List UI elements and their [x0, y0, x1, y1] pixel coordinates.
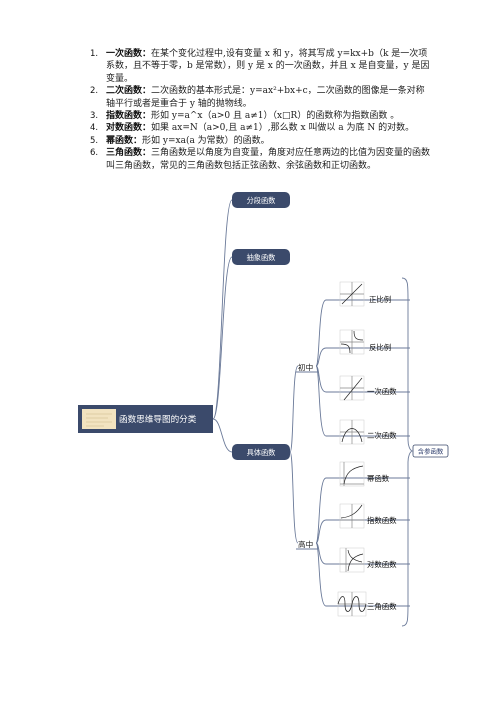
item-number: 6.: [90, 148, 99, 159]
exponential-graph-icon: [339, 503, 365, 529]
connector-concrete-junior: [289, 365, 299, 453]
definition-list: 1. 一次函数：在某个变化过程中,设有变量 x 和 y，将其写成 y=kx+b（k…: [90, 48, 432, 172]
proportional-graph-icon: [339, 281, 365, 307]
leaf-linear-function[interactable]: 一次函数: [367, 387, 397, 396]
term-exponential-function: 指数函数：: [106, 111, 152, 122]
branch-label: 分段函数: [247, 196, 276, 205]
root-label: 函数思维导图的分类: [119, 413, 197, 425]
definition-item: 1. 一次函数：在某个变化过程中,设有变量 x 和 y，将其写成 y=kx+b（k…: [90, 48, 432, 85]
definition-item: 5. 幂函数：形如 y=xa(a 为常数）的函数。: [90, 135, 432, 147]
branch-concrete-function[interactable]: 具体函数: [232, 444, 290, 460]
item-number: 3.: [90, 111, 99, 122]
leaf-inverse-proportional[interactable]: 反比例: [369, 343, 391, 352]
leaf-trigonometric-function[interactable]: 三角函数: [367, 602, 397, 611]
item-number: 5.: [90, 135, 99, 146]
definition-text: 如果 ax=N（a>0,且 a≠1）,那么数 x 叫做以 a 为底 N 的对数。: [151, 123, 415, 134]
definition-item: 2. 二次函数：二次函数的基本形式是：y=ax²+bx+c，二次函数的图像是一条对…: [90, 85, 432, 110]
leaf-exponential-function[interactable]: 指数函数: [367, 516, 397, 525]
branch-label: 抽象函数: [247, 253, 276, 262]
inverse-graph-icon: [339, 329, 365, 355]
branch-abstract-function[interactable]: 抽象函数: [232, 249, 290, 265]
power-graph-icon: [339, 461, 365, 487]
branch-label: 具体函数: [247, 448, 276, 457]
definition-item: 6. 三角函数：三角函数是以角度为自变量，角度对应任意两边的比值为因变量的函数叫三…: [90, 147, 432, 172]
term-linear-function: 一次函数：: [106, 49, 152, 59]
definition-text: 形如 y=a^x（a>0 且 a≠1）（x□R）的函数称为指数函数 。: [151, 111, 400, 122]
reference-label: 含参函数: [418, 447, 444, 456]
leaf-power-function[interactable]: 幂函数: [367, 474, 390, 483]
brace-reference: [401, 277, 414, 627]
term-trigonometric-function: 三角函数：: [106, 148, 152, 159]
connector-root-concrete: [212, 418, 233, 453]
graph-icons: [337, 281, 367, 617]
definition-text: 二次函数的基本形式是：y=ax²+bx+c，二次函数的图像是一条对称轴平行或者是…: [106, 86, 425, 109]
connector-junior-leaf: [315, 299, 327, 367]
connector-junior-leaf: [315, 365, 327, 437]
definition-text: 形如 y=xa(a 为常数）的函数。: [142, 135, 270, 146]
connector-senior-leaf: [315, 519, 327, 544]
connector-junior-leaf: [315, 347, 327, 367]
leaf-proportional[interactable]: 正比例: [369, 295, 391, 304]
group-senior-high[interactable]: 高中: [298, 539, 313, 549]
connector-root-abstract: [212, 256, 233, 420]
quadratic-graph-icon: [339, 419, 365, 445]
connector-concrete-senior: [289, 451, 299, 544]
term-power-function: 幂函数：: [106, 135, 143, 146]
linear-graph-icon: [339, 375, 365, 401]
definition-text: 三角函数是以角度为自变量，角度对应任意两边的比值为因变量的函数叫三角函数，常见的…: [106, 148, 431, 171]
connector-senior-leaf: [315, 477, 327, 544]
parametric-function-tag[interactable]: 含参函数: [412, 444, 449, 458]
group-junior-high[interactable]: 初中: [298, 362, 313, 372]
term-logarithmic-function: 对数函数：: [106, 123, 152, 134]
connector-root-piecewise: [212, 199, 233, 420]
definition-item: 3. 指数函数：形如 y=a^x（a>0 且 a≠1）（x□R）的函数称为指数函数…: [90, 110, 432, 122]
item-number: 4.: [90, 123, 99, 134]
definition-text: 在某个变化过程中,设有变量 x 和 y，将其写成 y=kx+b（k 是一次项系数…: [106, 49, 430, 84]
root-node[interactable]: 函数思维导图的分类: [78, 405, 213, 433]
item-number: 2.: [90, 86, 99, 97]
term-quadratic-function: 二次函数：: [106, 86, 152, 97]
item-number: 1.: [90, 49, 99, 59]
branch-piecewise-function[interactable]: 分段函数: [232, 192, 290, 208]
logarithmic-graph-icon: [339, 547, 365, 573]
leaf-quadratic-function[interactable]: 二次函数: [367, 431, 397, 440]
leaf-logarithmic-function[interactable]: 对数函数: [367, 560, 397, 569]
trigonometric-graph-icon: [337, 591, 367, 617]
connector-senior-leaf: [315, 542, 327, 607]
definition-item: 4. 对数函数：如果 ax=N（a>0,且 a≠1）,那么数 x 叫做以 a 为底…: [90, 122, 432, 134]
